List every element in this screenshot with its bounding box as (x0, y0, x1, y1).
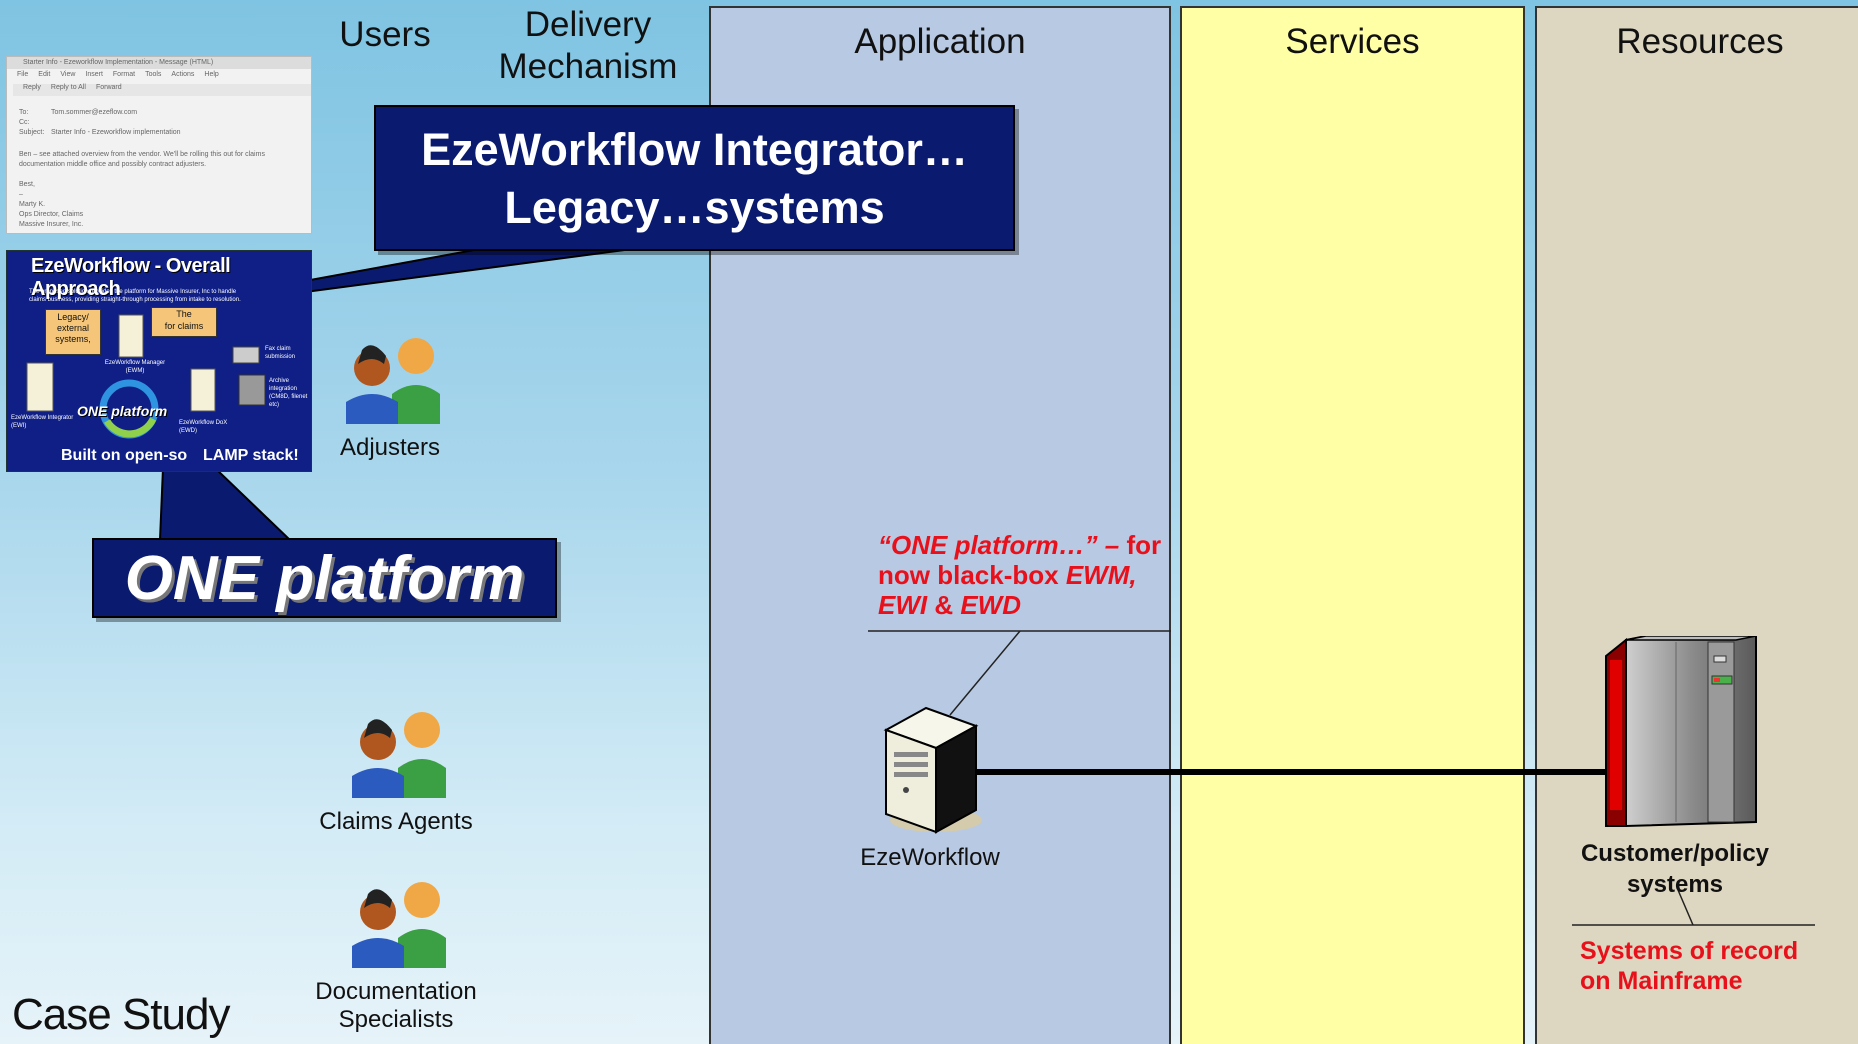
slide-bubble-claims-line2: for claims (164, 321, 204, 331)
email-menu-help: Help (204, 71, 219, 78)
email-menu-bar: File Edit View Insert Format Tools Actio… (17, 71, 219, 78)
application-note: “ONE platform…” – for now black-box EWM,… (878, 530, 1178, 620)
integrator-callout: EzeWorkflow Integrator… Legacy…systems (374, 105, 1015, 251)
email-menu-actions: Actions (171, 71, 195, 78)
slide-one-platform: ONE platform (77, 403, 168, 419)
slide-intro-line1: The proposed solution provides the platf… (29, 289, 237, 295)
email-menu-edit: Edit (38, 71, 51, 78)
slide-bubble-legacy-text: Legacy/ external systems, (55, 312, 91, 344)
application-note-part2: for now black-box (878, 530, 1162, 590)
documentation-specialists-line2: Specialists (338, 1006, 454, 1033)
email-reply-button: Reply (23, 84, 41, 91)
mainframe-label-line1: Customer/policy (1580, 840, 1770, 867)
application-note-part1: “ONE platform…” – (878, 530, 1127, 560)
email-sign-1: Best, (19, 181, 35, 188)
resources-column-title: Resources (1616, 22, 1784, 61)
claims-agents-label: Claims Agents (319, 808, 473, 835)
mainframe-icon (1605, 636, 1757, 828)
mainframe-label-line2: systems (1626, 871, 1724, 898)
case-study-label: Case Study (12, 990, 230, 1039)
claims-agents-icon (352, 712, 446, 798)
delivery-mechanism-header: Delivery Mechanism (488, 4, 688, 88)
server-icon (883, 706, 982, 834)
slide-ewd-label: EzeWorkflow DoX (EWD) (179, 420, 228, 434)
resources-column: Resources (1535, 6, 1858, 1044)
resources-note-line2: on Mainframe (1580, 967, 1743, 995)
application-note-part4: & (927, 590, 961, 620)
slide-footer-right: LAMP stack! (203, 447, 299, 464)
email-toolbar: Reply Reply to All Forward (13, 84, 311, 96)
email-reply-all-button: Reply to All (50, 84, 86, 91)
application-note-part5: EWD (960, 590, 1022, 620)
slide-title: EzeWorkflow - Overall Approach (31, 255, 231, 300)
email-forward-button: Forward (95, 84, 122, 91)
slide-footer-left: Built on open-so (61, 447, 188, 464)
email-sign-2: – (19, 191, 23, 198)
email-menu-tools: Tools (145, 71, 162, 78)
server-label: EzeWorkflow (860, 844, 1000, 871)
email-sign-4: Ops Director, Claims (19, 211, 84, 218)
adjusters-label: Adjusters (339, 434, 441, 461)
services-column: Services (1180, 6, 1525, 1044)
email-cc-label: Cc: (19, 119, 30, 126)
slide-bubble-claims-line1: The (176, 309, 192, 319)
slide-servers-icon (26, 314, 266, 439)
integrator-callout-line1: EzeWorkflow Integrator… (421, 124, 968, 175)
documentation-specialists-label: Documentation Specialists (296, 978, 496, 1034)
integrator-callout-line2: Legacy…systems (504, 182, 885, 233)
resources-note-line1: Systems of record (1580, 937, 1799, 965)
slide-bubble-legacy: Legacy/ external systems, (45, 309, 101, 355)
email-thumbnail[interactable]: Starter Info - Ezeworkflow Implementatio… (6, 56, 312, 234)
email-body-line2: documentation middle office and possibly… (19, 161, 207, 168)
email-to-label: To: (19, 109, 29, 116)
mainframe-label: Customer/policy systems (1560, 838, 1790, 900)
delivery-header-line2: Mechanism (498, 47, 678, 86)
one-platform-callout-text: ONE platform (124, 544, 525, 613)
email-to-value: Tom.sommer@ezeflow.com (51, 109, 138, 116)
resources-note: Systems of record on Mainframe (1580, 936, 1850, 996)
email-menu-file: File (17, 71, 29, 78)
email-body-line1: Ben – see attached overview from the ven… (19, 151, 265, 158)
slide-bubble-claims: The for claims (151, 307, 217, 337)
email-menu-insert: Insert (85, 71, 103, 78)
slide-archive-label: Archive integration (CM8D, filenet etc) (269, 378, 308, 408)
slide-fax-label: Fax claim submission (265, 346, 296, 360)
services-column-title: Services (1285, 22, 1420, 61)
resources-note-leader (1677, 889, 1694, 926)
email-subject-label: Subject: (19, 129, 45, 136)
slide-intro-line2: claims business, providing straight-thro… (29, 297, 241, 303)
email-window-title: Starter Info - Ezeworkflow Implementatio… (23, 59, 214, 66)
email-menu-view: View (60, 71, 76, 78)
users-header: Users (339, 15, 431, 54)
email-title-bar: Starter Info - Ezeworkflow Implementatio… (7, 57, 311, 69)
application-note-leader (949, 630, 1021, 716)
application-column-title: Application (854, 22, 1026, 61)
delivery-header-line1: Delivery (524, 5, 652, 44)
adjusters-icon (346, 338, 440, 424)
slide-ewi-label: EzeWorkflow Integrator (EWI) (11, 415, 74, 429)
documentation-specialists-icon (352, 882, 446, 968)
email-sign-5: Massive Insurer, Inc. (19, 221, 84, 228)
application-note-part3: EWM, EWI (878, 560, 1137, 620)
email-menu-format: Format (112, 71, 136, 78)
slide-ewm-label: EzeWorkflow Manager (EWM) (104, 360, 166, 374)
one-platform-callout: ONE platform (92, 538, 557, 618)
slide-thumbnail[interactable]: EzeWorkflow - Overall Approach The propo… (6, 250, 312, 472)
email-subject-value: Starter Info - Ezeworkflow implementatio… (51, 129, 181, 136)
email-sign-3: Marty K. (19, 201, 46, 208)
documentation-specialists-line1: Documentation (315, 978, 477, 1005)
